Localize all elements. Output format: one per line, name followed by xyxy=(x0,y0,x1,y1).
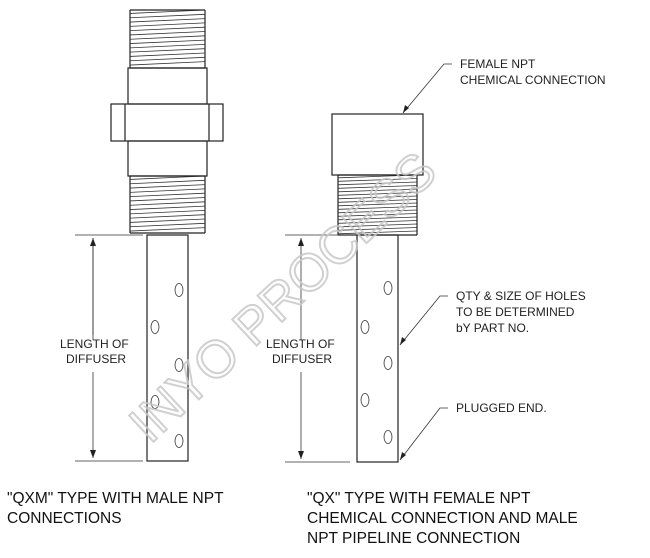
thread-line xyxy=(129,31,206,36)
hole xyxy=(383,430,393,444)
thread-line xyxy=(129,222,206,228)
thread-line xyxy=(337,185,418,189)
holes-callout-leader xyxy=(399,295,448,346)
holes-callout: QTY & SIZE OF HOLES TO BE DETERMINED bY … xyxy=(456,289,589,335)
thread-line xyxy=(337,220,418,224)
plugged-end-callout: PLUGGED END. xyxy=(456,401,547,415)
bottom-male-thread xyxy=(129,175,206,234)
diffuser-holes xyxy=(150,283,184,448)
thread-line xyxy=(337,213,418,217)
arrow-head-icon xyxy=(90,238,96,246)
thread-line xyxy=(337,188,418,193)
top-male-thread xyxy=(129,9,206,69)
arrow-head-icon xyxy=(298,238,304,246)
thread-line xyxy=(337,206,418,210)
thread-line xyxy=(129,13,206,19)
dimension-label: LENGTH OF DIFFUSER xyxy=(266,337,338,366)
diffuser-tube xyxy=(356,234,399,463)
arrow-head-icon xyxy=(400,337,406,345)
nipple-body-upper xyxy=(127,67,208,105)
thread-line xyxy=(129,227,206,232)
thread-line xyxy=(337,181,418,186)
qx-fitting: LENGTH OF DIFFUSER FEMALE NPT CHEMICAL C… xyxy=(266,57,606,547)
thread-line xyxy=(337,216,418,221)
thread-line xyxy=(129,184,206,189)
hole xyxy=(360,320,370,334)
thread-line xyxy=(129,192,206,198)
thread-line xyxy=(129,18,206,23)
thread-line xyxy=(129,197,206,202)
thread-line xyxy=(129,205,206,210)
thread-line xyxy=(129,201,206,206)
arrow-head-icon xyxy=(403,105,409,113)
thread-line xyxy=(129,210,206,215)
thread-line xyxy=(129,61,206,66)
thread-line xyxy=(337,230,418,235)
thread-line xyxy=(337,199,418,203)
thread-line xyxy=(337,192,418,196)
hole xyxy=(383,281,393,295)
arrow-head-icon xyxy=(400,452,406,460)
thread-line xyxy=(337,209,418,214)
thread-line xyxy=(129,56,206,62)
thread-line xyxy=(129,39,206,44)
thread-line xyxy=(337,195,418,200)
thread-line xyxy=(337,223,418,228)
hole xyxy=(383,356,393,370)
thread-line xyxy=(129,44,206,49)
thread-line xyxy=(129,214,206,219)
thread-line xyxy=(129,48,206,53)
hole xyxy=(150,320,160,334)
thread-line xyxy=(129,22,206,27)
thread-line xyxy=(337,227,418,231)
hex-collar xyxy=(110,103,224,142)
diffuser-tube xyxy=(146,234,189,462)
female-npt-callout: FEMALE NPT CHEMICAL CONNECTION xyxy=(460,57,606,87)
plug-callout-leader xyxy=(399,407,448,461)
hole xyxy=(360,393,370,407)
thread-line xyxy=(129,218,206,223)
qxm-caption: "QXM" TYPE WITH MALE NPT CONNECTIONS xyxy=(7,490,228,527)
qx-caption: "QX" TYPE WITH FEMALE NPT CHEMICAL CONNE… xyxy=(307,490,582,547)
qxm-fitting: LENGTH OF DIFFUSER "QXM" TYPE WITH MALE … xyxy=(7,9,228,527)
thread-line xyxy=(129,35,206,40)
hole xyxy=(150,395,160,409)
thread-line xyxy=(129,179,206,185)
arrow-head-icon xyxy=(298,451,304,459)
thread-line xyxy=(337,202,418,207)
diffuser-holes xyxy=(360,281,393,444)
female-callout-leader xyxy=(402,63,452,114)
dimension-label: LENGTH OF DIFFUSER xyxy=(60,337,132,366)
hole xyxy=(174,434,184,448)
nipple-body-lower xyxy=(127,140,208,177)
hole xyxy=(174,283,184,297)
thread-line xyxy=(129,26,206,32)
hole xyxy=(174,358,184,372)
arrow-head-icon xyxy=(90,450,96,458)
thread-line xyxy=(129,188,206,193)
thread-line xyxy=(337,178,418,182)
thread-line xyxy=(129,52,206,57)
